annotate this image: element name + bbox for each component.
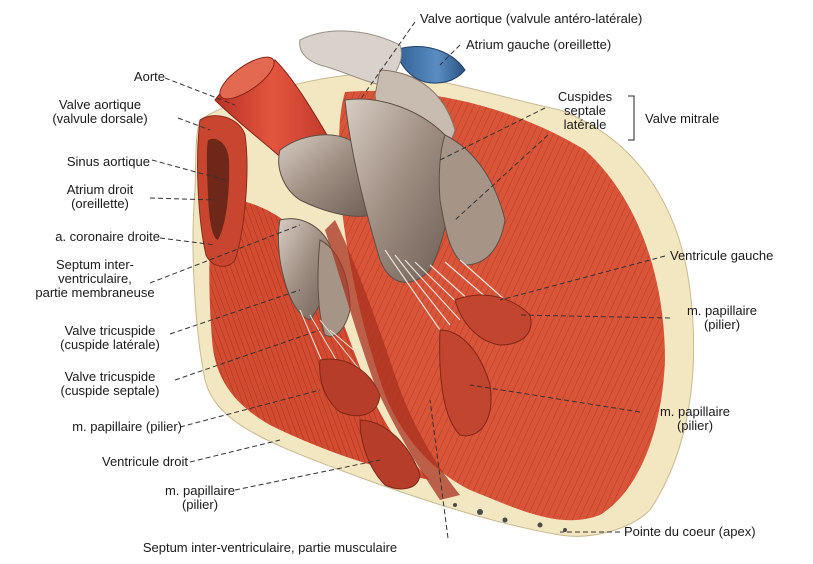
label-septum-membraneuse: Septum inter- ventriculaire, partie memb… — [20, 258, 170, 300]
label-line: (oreillette) — [50, 197, 150, 211]
label-atrium-droit: Atrium droit (oreillette) — [50, 183, 150, 211]
label-papillaire-left: m. papillaire (pilier) — [10, 420, 182, 434]
label-line: Cuspides — [540, 90, 630, 104]
label-septum-musculaire: Septum inter-ventriculaire, partie muscu… — [90, 541, 450, 555]
label-tricuspide-laterale: Valve tricuspide (cuspide latérale) — [40, 324, 180, 352]
label-line: (pilier) — [150, 498, 250, 512]
label-line: (cuspide latérale) — [40, 338, 180, 352]
label-valve-aortique-dorsale: Valve aortique (valvule dorsale) — [30, 98, 170, 126]
label-line: septale — [540, 104, 630, 118]
label-line: (pilier) — [645, 419, 745, 433]
label-line: Septum inter- — [20, 258, 170, 272]
label-line: m. papillaire — [645, 405, 745, 419]
label-line: Valve tricuspide — [40, 324, 180, 338]
label-ventricule-gauche: Ventricule gauche — [670, 249, 773, 263]
label-line: Valve aortique — [30, 98, 170, 112]
label-valve-aortique-antero: Valve aortique (valvule antéro-latérale) — [420, 12, 642, 26]
label-line: partie membraneuse — [20, 286, 170, 300]
label-line: m. papillaire — [150, 484, 250, 498]
label-papillaire-bottom: m. papillaire (pilier) — [150, 484, 250, 512]
label-ventricule-droit: Ventricule droit — [50, 455, 188, 469]
label-line: m. papillaire — [672, 304, 772, 318]
label-cuspides: Cuspides septale latérale — [540, 90, 630, 132]
label-line: (cuspide septale) — [40, 384, 180, 398]
label-papillaire-right-upper: m. papillaire (pilier) — [672, 304, 772, 332]
label-line: ventriculaire, — [20, 272, 170, 286]
label-tricuspide-septale: Valve tricuspide (cuspide septale) — [40, 370, 180, 398]
label-line: Atrium droit — [50, 183, 150, 197]
label-papillaire-right-lower: m. papillaire (pilier) — [645, 405, 745, 433]
label-line: (pilier) — [672, 318, 772, 332]
label-atrium-gauche: Atrium gauche (oreillette) — [466, 38, 611, 52]
label-pointe-du-coeur: Pointe du coeur (apex) — [624, 525, 756, 539]
label-line: latérale — [540, 118, 630, 132]
label-line: Valve tricuspide — [40, 370, 180, 384]
label-coronaire-droite: a. coronaire droite — [20, 230, 160, 244]
label-line: (valvule dorsale) — [30, 112, 170, 126]
label-sinus-aortique: Sinus aortique — [30, 155, 150, 169]
label-valve-mitrale: Valve mitrale — [645, 112, 719, 126]
label-aorte: Aorte — [100, 70, 165, 84]
